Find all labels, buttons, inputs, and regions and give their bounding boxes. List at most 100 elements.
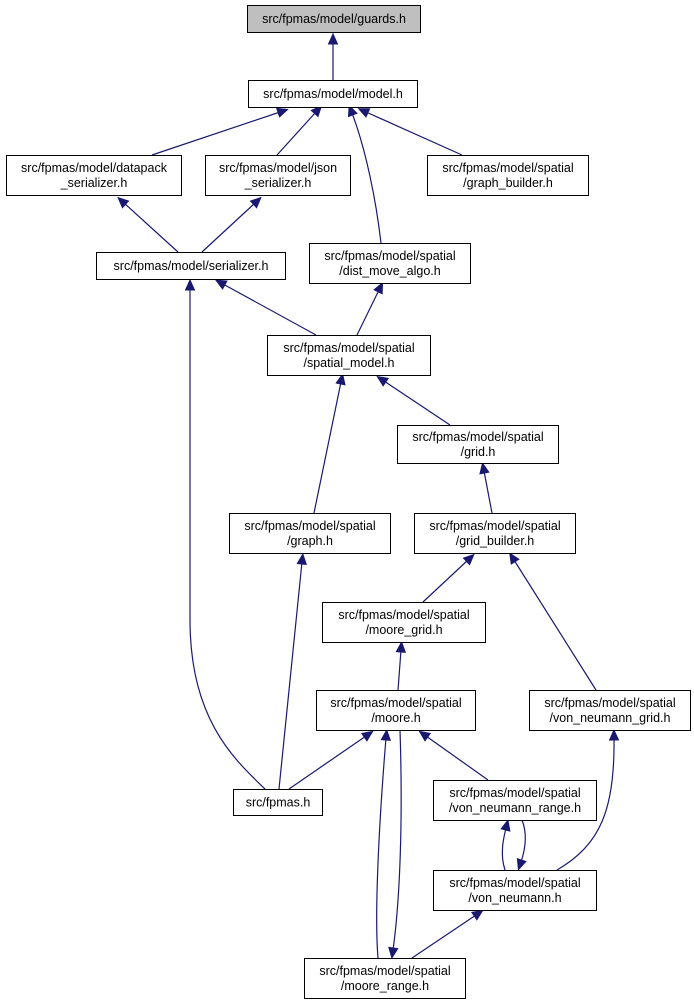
edge-line xyxy=(422,559,469,603)
node-graph[interactable]: src/fpmas/model/spatial/graph.h xyxy=(229,513,391,554)
node-box[interactable] xyxy=(427,155,589,196)
edge-line xyxy=(351,112,382,244)
edge-fpmas-to-moore xyxy=(288,730,374,790)
nodes-layer: src/fpmas/model/guards.h src/fpmas/model/… xyxy=(6,5,691,999)
edge-json_serializer-to-model xyxy=(276,105,323,156)
node-label: /grid.h xyxy=(461,445,496,459)
edge-graph-to-spatial_model xyxy=(313,372,346,514)
node-box[interactable] xyxy=(96,252,286,280)
node-grid-builder[interactable]: src/fpmas/model/spatial/grid_builder.h xyxy=(414,513,576,554)
edge-serializer-to-json_serializer xyxy=(201,196,262,253)
edge-line xyxy=(201,202,256,253)
edge-von_neumann-to-von_neumann_range xyxy=(500,819,511,871)
node-label: src/fpmas/model/guards.h xyxy=(262,12,406,26)
edge-line xyxy=(288,735,367,790)
node-box[interactable] xyxy=(529,690,691,731)
edge-moore_range-to-moore xyxy=(376,728,392,959)
node-box[interactable] xyxy=(304,958,466,999)
edge-moore-to-moore_grid xyxy=(395,640,407,691)
node-label: src/fpmas/model/json xyxy=(219,161,337,175)
node-json-serializer[interactable]: src/fpmas/model/json_serializer.h xyxy=(205,155,351,196)
edge-von_neumann_grid-to-grid_builder xyxy=(509,552,597,691)
edge-spatial_model-to-serializer xyxy=(214,279,317,336)
edge-von_neumann-to-von_neumann_grid xyxy=(556,728,620,871)
edge-line xyxy=(278,561,303,790)
edge-line xyxy=(189,288,266,790)
node-label: /spatial_model.h xyxy=(303,356,394,370)
node-label: src/fpmas/model/spatial xyxy=(429,519,560,533)
node-box[interactable] xyxy=(205,155,351,196)
node-label: src/fpmas/model/model.h xyxy=(263,87,403,101)
arrowhead-icon xyxy=(335,372,346,386)
node-label: src/fpmas/model/serializer.h xyxy=(114,259,269,273)
node-box[interactable] xyxy=(247,5,421,33)
node-model[interactable]: src/fpmas/model/model.h xyxy=(248,80,418,108)
node-box[interactable] xyxy=(229,513,391,554)
node-label: /moore_range.h xyxy=(341,979,429,993)
edge-spatial_model-to-dist_move_algo xyxy=(356,281,384,336)
arrowhead-icon xyxy=(395,640,407,653)
edge-line xyxy=(556,737,615,871)
arrowhead-icon xyxy=(184,278,196,291)
edge-grid-to-spatial_model xyxy=(376,375,451,426)
node-graph-builder[interactable]: src/fpmas/model/spatial/graph_builder.h xyxy=(427,155,589,196)
node-box[interactable] xyxy=(433,780,597,821)
node-box[interactable] xyxy=(6,155,182,196)
node-label: src/fpmas/model/spatial xyxy=(330,696,461,710)
node-von-neumann[interactable]: src/fpmas/model/spatial/von_neumann.h xyxy=(433,870,597,911)
node-spatial-model[interactable]: src/fpmas/model/spatial/spatial_model.h xyxy=(267,335,431,376)
arrowhead-icon xyxy=(357,108,371,118)
arrowhead-icon xyxy=(516,857,527,871)
arrowhead-icon xyxy=(500,819,511,832)
arrowhead-icon xyxy=(608,728,620,741)
arrowhead-icon xyxy=(327,32,339,45)
node-von-neumann-grid[interactable]: src/fpmas/model/spatial/von_neumann_grid… xyxy=(529,690,691,731)
node-serializer[interactable]: src/fpmas/model/serializer.h xyxy=(96,252,286,280)
edge-graph_builder-to-model xyxy=(357,108,463,156)
node-guards[interactable]: src/fpmas/model/guards.h xyxy=(247,5,421,33)
node-box[interactable] xyxy=(316,690,476,731)
edge-moore_range-to-von_neumann xyxy=(411,909,484,959)
edge-serializer-to-datapack_serializer xyxy=(117,196,179,253)
edge-line xyxy=(520,819,526,863)
arrowhead-icon xyxy=(418,730,432,742)
node-label: src/fpmas/model/datapack xyxy=(21,161,168,175)
arrowhead-icon xyxy=(479,461,490,475)
node-box[interactable] xyxy=(248,80,418,108)
edge-line xyxy=(397,649,402,691)
node-box[interactable] xyxy=(414,513,576,554)
node-label: /moore.h xyxy=(371,711,420,725)
node-label: /von_neumann_range.h xyxy=(449,801,581,815)
node-box[interactable] xyxy=(397,425,559,464)
arrowhead-icon xyxy=(360,730,374,742)
arrowhead-icon xyxy=(296,552,307,566)
node-label: src/fpmas/model/spatial xyxy=(442,161,573,175)
node-label: /moore_grid.h xyxy=(365,623,442,637)
node-moore-range[interactable]: src/fpmas/model/spatial/moore_range.h xyxy=(304,958,466,999)
node-label: _serializer.h xyxy=(244,176,312,190)
node-datapack-serializer[interactable]: src/fpmas/model/datapack_serializer.h xyxy=(6,155,182,196)
node-box[interactable] xyxy=(233,789,323,816)
node-moore-grid[interactable]: src/fpmas/model/spatial/moore_grid.h xyxy=(322,602,486,643)
arrowhead-icon xyxy=(275,107,289,118)
node-box[interactable] xyxy=(267,335,431,376)
edge-line xyxy=(276,111,317,156)
edge-line xyxy=(392,729,402,951)
node-moore[interactable]: src/fpmas/model/spatial/moore.h xyxy=(316,690,476,731)
node-label: src/fpmas/model/spatial xyxy=(449,786,580,800)
edge-line xyxy=(483,470,493,514)
edge-model-to-guards xyxy=(327,32,339,80)
node-label: /dist_move_algo.h xyxy=(339,264,441,278)
edge-line xyxy=(222,283,317,336)
node-dist-move-algo[interactable]: src/fpmas/model/spatial/dist_move_algo.h xyxy=(309,243,471,284)
node-von-neumann-range[interactable]: src/fpmas/model/spatial/von_neumann_rang… xyxy=(433,780,597,821)
edge-line xyxy=(383,380,451,426)
node-box[interactable] xyxy=(309,243,471,284)
node-box[interactable] xyxy=(322,602,486,643)
node-label: src/fpmas/model/spatial xyxy=(283,341,414,355)
node-grid[interactable]: src/fpmas/model/spatial/grid.h xyxy=(397,425,559,464)
node-box[interactable] xyxy=(433,870,597,911)
node-fpmas[interactable]: src/fpmas.h xyxy=(233,789,323,816)
